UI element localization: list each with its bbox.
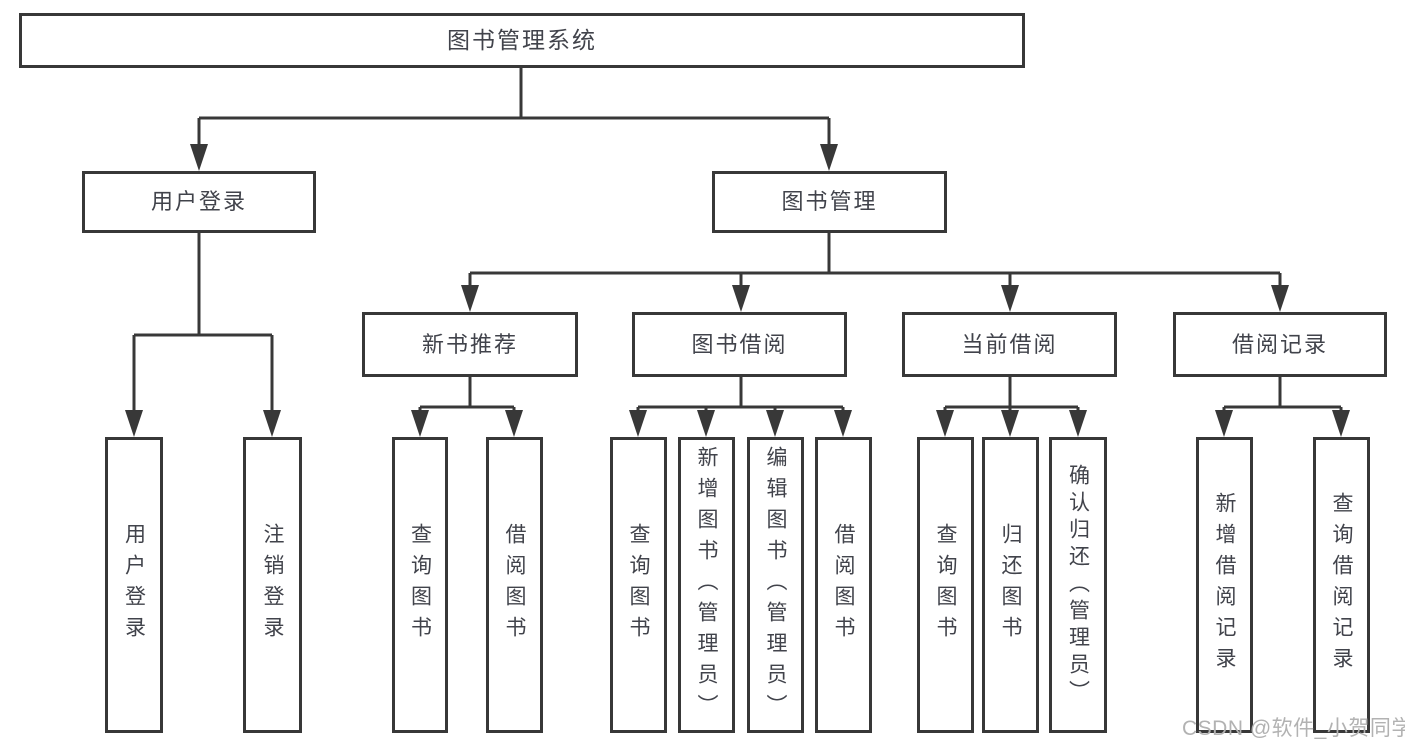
node-label: 图书管理系统 — [447, 27, 597, 53]
leaf-label: 新增借阅记录 — [1213, 492, 1236, 678]
node-label: 用户登录 — [150, 189, 247, 214]
node-borrowing-records: 借阅记录 — [1173, 312, 1387, 377]
leaf-label: 查询图书 — [934, 523, 957, 647]
node-book-management: 图书管理 — [712, 171, 947, 233]
leaf-query-borrow-record: 查询借阅记录 — [1313, 437, 1370, 733]
leaf-label: 查询图书 — [627, 523, 650, 647]
leaf-label: 注销登录 — [261, 523, 284, 647]
leaf-confirm-return-admin: 确认归还（管理员） — [1049, 437, 1107, 733]
node-label: 图书借阅 — [691, 331, 788, 357]
leaf-borrow-books-borrow: 借阅图书 — [815, 437, 872, 733]
leaf-query-books-current: 查询图书 — [917, 437, 974, 733]
node-library-management-system: 图书管理系统 — [19, 13, 1025, 68]
leaf-borrow-books-recommend: 借阅图书 — [486, 437, 543, 733]
csdn-watermark: CSDN @软件_小贺同学 — [1182, 717, 1405, 740]
leaf-logout-login: 注销登录 — [243, 437, 302, 733]
leaf-label: 确认归还（管理员） — [1066, 463, 1090, 707]
node-user-login: 用户登录 — [82, 171, 316, 233]
leaf-add-books-admin: 新增图书（管理员） — [678, 437, 735, 733]
leaf-label: 新增图书（管理员） — [695, 445, 718, 725]
leaf-query-books-recommend: 查询图书 — [392, 437, 448, 733]
node-label: 图书管理 — [781, 189, 878, 214]
arrowhead-icons — [125, 144, 1350, 437]
node-label: 当前借阅 — [961, 331, 1058, 357]
leaf-label: 查询图书 — [408, 523, 432, 647]
node-new-book-recommend: 新书推荐 — [362, 312, 578, 377]
leaf-label: 借阅图书 — [503, 523, 526, 647]
leaf-return-books: 归还图书 — [982, 437, 1039, 733]
leaf-add-borrow-record: 新增借阅记录 — [1196, 437, 1253, 733]
leaf-label: 归还图书 — [999, 523, 1022, 647]
node-current-borrowing: 当前借阅 — [902, 312, 1117, 377]
leaf-label: 编辑图书（管理员） — [764, 445, 787, 725]
leaf-label: 用户登录 — [122, 523, 146, 647]
leaf-user-login: 用户登录 — [105, 437, 163, 733]
leaf-label: 查询借阅记录 — [1330, 492, 1353, 678]
leaf-query-books-borrow: 查询图书 — [610, 437, 667, 733]
leaf-edit-books-admin: 编辑图书（管理员） — [747, 437, 804, 733]
leaf-label: 借阅图书 — [832, 523, 855, 647]
node-book-borrowing: 图书借阅 — [632, 312, 847, 377]
node-label: 新书推荐 — [421, 331, 518, 357]
node-label: 借阅记录 — [1231, 331, 1328, 357]
